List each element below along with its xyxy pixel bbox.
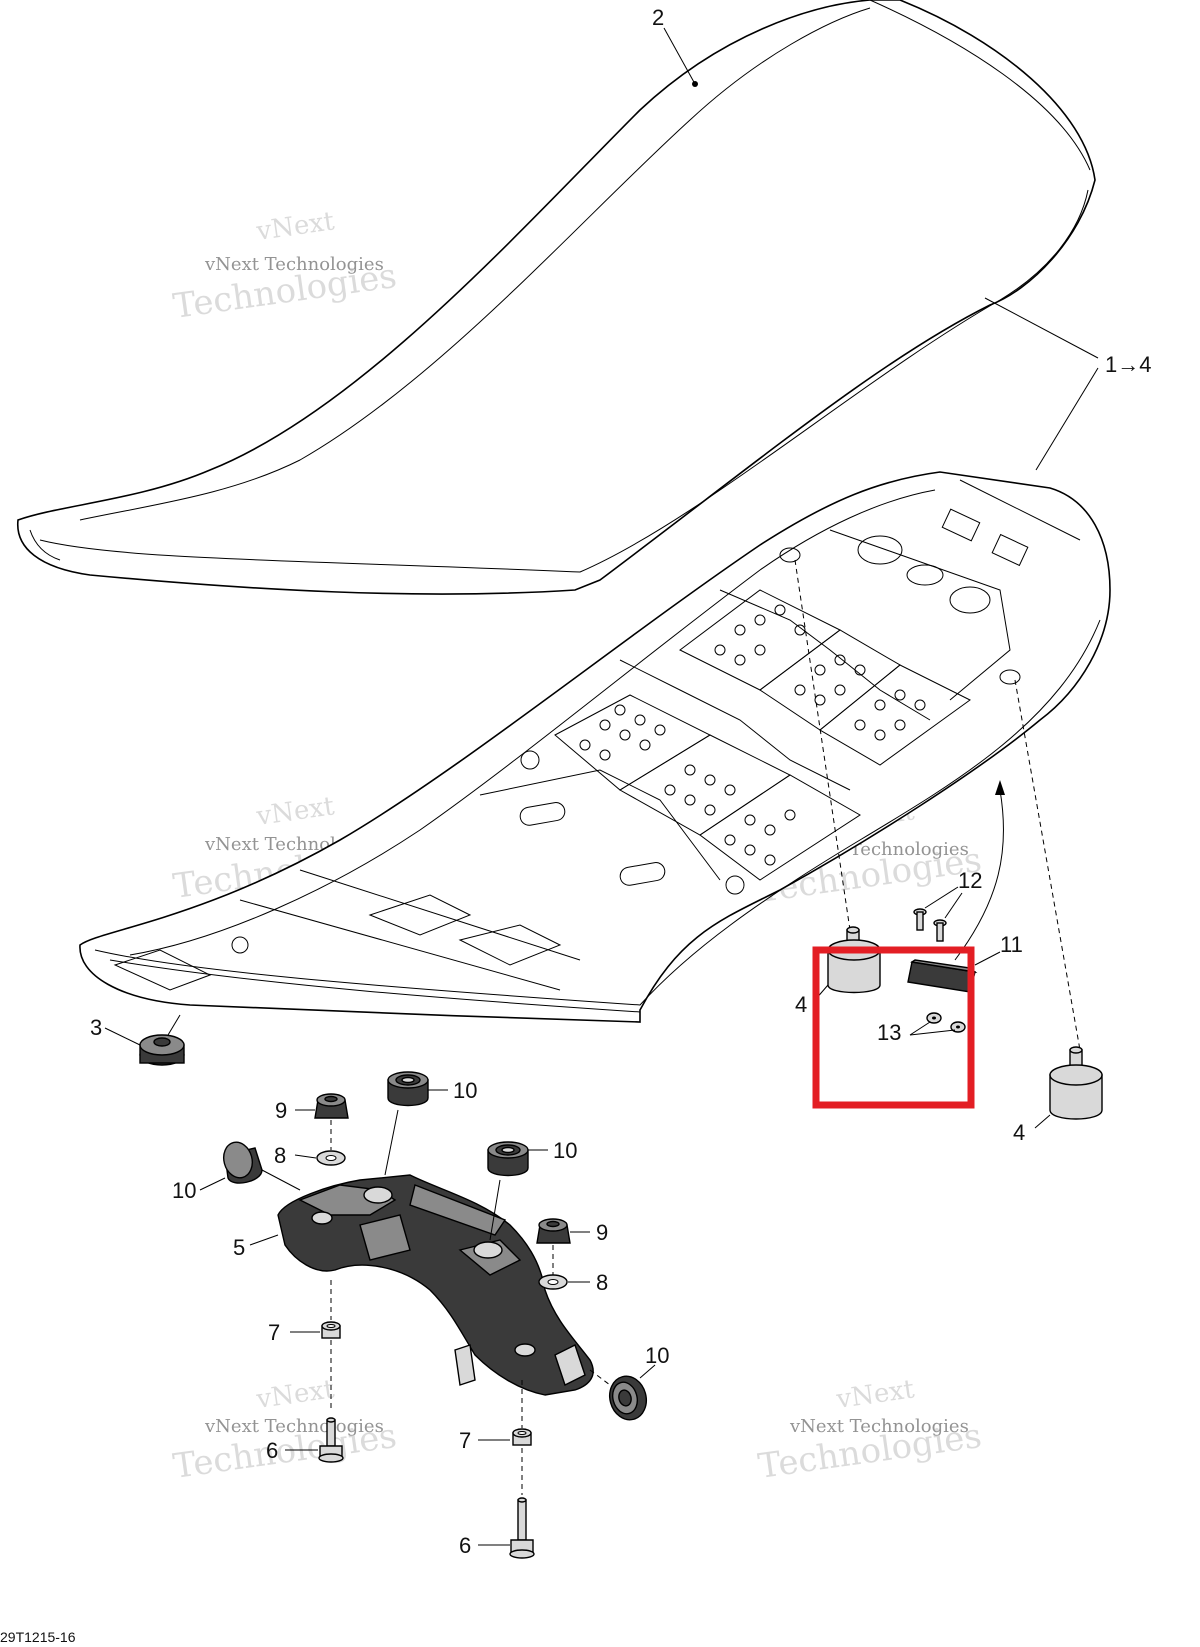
bolt-part-6a[interactable] xyxy=(285,1417,344,1463)
watermark-bottom-left: vNext vNext Technologies Technologies xyxy=(171,1374,399,1487)
figure-code: 29T1215-16 xyxy=(0,1629,76,1645)
svg-text:vNext: vNext xyxy=(834,1374,917,1415)
latch-plate-part-11[interactable] xyxy=(907,951,1001,993)
seat-base-hole xyxy=(857,535,903,565)
callout-8b: 8 xyxy=(596,1270,608,1295)
nut-part-9b[interactable] xyxy=(536,1218,590,1275)
grommet-part-10d[interactable] xyxy=(589,1364,656,1424)
washer-part-13[interactable] xyxy=(909,1012,966,1036)
seat-support-bracket-part-5[interactable] xyxy=(249,1174,594,1396)
bumper-part-3[interactable] xyxy=(104,1027,185,1066)
seat-cover-part-2[interactable] xyxy=(17,0,1096,595)
installation-arrow xyxy=(954,780,1005,961)
spacer-part-7a[interactable] xyxy=(290,1280,341,1410)
watermark-top-left: vNext vNext Technologies Technologies xyxy=(171,206,399,327)
seat-base-part-1[interactable] xyxy=(79,471,1111,1023)
svg-text:vNext Technologies: vNext Technologies xyxy=(204,254,384,275)
callout-labels: 2 1→4 3 4 4 5 6 6 7 7 8 8 9 9 10 10 10 1… xyxy=(90,5,1151,1558)
svg-text:vNext Technologies: vNext Technologies xyxy=(204,1416,384,1437)
svg-text:vNext: vNext xyxy=(254,1374,337,1415)
callout-10d: 10 xyxy=(645,1343,669,1368)
callout-9b: 9 xyxy=(596,1220,608,1245)
seat-base-perforated-panel-f xyxy=(819,664,971,766)
grommet-part-10b[interactable] xyxy=(487,1141,548,1241)
svg-text:vNext: vNext xyxy=(254,791,337,832)
callout-5: 5 xyxy=(233,1235,245,1260)
bolt-part-6b[interactable] xyxy=(478,1497,535,1559)
assembly-bracket-1to4 xyxy=(984,297,1099,471)
callout-7a: 7 xyxy=(268,1320,280,1345)
callout-11: 11 xyxy=(1000,932,1023,957)
callout-4b: 4 xyxy=(1013,1120,1025,1145)
watermark-bottom-right: vNext vNext Technologies Technologies xyxy=(756,1374,984,1487)
rubber-bumper-part-4a[interactable] xyxy=(814,926,881,1001)
callout-9a: 9 xyxy=(275,1098,287,1123)
rubber-bumper-part-4b[interactable] xyxy=(1034,1046,1103,1129)
callout-8a: 8 xyxy=(274,1143,286,1168)
callout-10a: 10 xyxy=(453,1078,477,1103)
callout-2: 2 xyxy=(652,5,664,30)
grommet-part-10a[interactable] xyxy=(384,1071,448,1176)
seat-base-perforated-panel-c xyxy=(699,774,861,881)
washer-part-8a[interactable] xyxy=(294,1150,346,1166)
washer-part-8b[interactable] xyxy=(538,1274,590,1290)
callout-6a: 6 xyxy=(266,1438,278,1463)
callout-10c: 10 xyxy=(172,1178,196,1203)
callout-1-to-4: 1→4 xyxy=(1105,352,1151,377)
spacer-part-7b[interactable] xyxy=(478,1380,532,1495)
highlight-box xyxy=(812,946,975,1109)
svg-text:vNext: vNext xyxy=(254,206,337,247)
callout-3: 3 xyxy=(90,1015,102,1040)
svg-text:vNext Technologies: vNext Technologies xyxy=(789,1416,969,1437)
callout-13: 13 xyxy=(877,1020,901,1045)
callout-6b: 6 xyxy=(459,1533,471,1558)
callout-4a: 4 xyxy=(795,992,807,1017)
callout-10b: 10 xyxy=(553,1138,577,1163)
grommet-part-10c[interactable] xyxy=(199,1139,301,1191)
callout-7b: 7 xyxy=(459,1428,471,1453)
callout-12: 12 xyxy=(958,868,982,893)
screw-part-12[interactable] xyxy=(913,886,963,942)
nut-part-9a[interactable] xyxy=(295,1093,349,1150)
